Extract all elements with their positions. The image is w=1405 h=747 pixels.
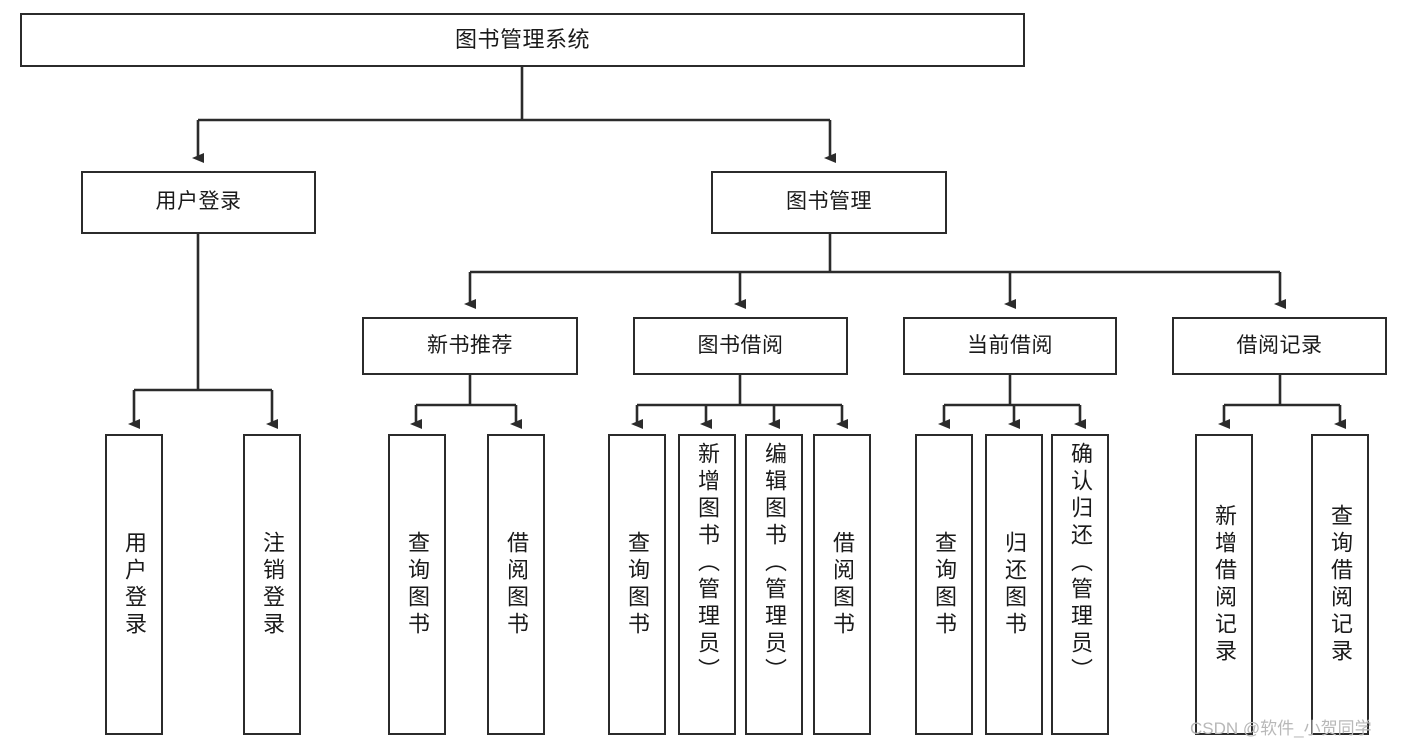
node-label: 新书推荐 (427, 333, 513, 357)
leaf-user-login-login[interactable]: 用户登录 (105, 434, 163, 735)
node-label: 注销登录 (260, 530, 285, 639)
leaf-recommend-borrow-book[interactable]: 借阅图书 (487, 434, 545, 735)
leaf-record-query-record[interactable]: 查询借阅记录 (1311, 434, 1369, 735)
node-label: 新增图书（管理员） (695, 442, 720, 685)
node-label: 用户登录 (122, 530, 147, 639)
node-label: 借阅图书 (830, 530, 855, 639)
node-label: 归还图书 (1002, 530, 1027, 639)
node-label: 图书管理 (786, 190, 872, 214)
leaf-current-query-book[interactable]: 查询图书 (915, 434, 973, 735)
node-label: 查询图书 (932, 530, 957, 639)
leaf-borrow-query-book[interactable]: 查询图书 (608, 434, 666, 735)
leaf-borrow-add-book-admin[interactable]: 新增图书（管理员） (678, 434, 736, 735)
leaf-user-login-logout[interactable]: 注销登录 (243, 434, 301, 735)
node-label: 借阅图书 (504, 530, 529, 639)
leaf-record-add-record[interactable]: 新增借阅记录 (1195, 434, 1253, 735)
node-label: 新增借阅记录 (1212, 503, 1237, 666)
node-label: 图书管理系统 (454, 27, 590, 53)
node-book-borrow[interactable]: 图书借阅 (633, 317, 848, 375)
leaf-current-return-book[interactable]: 归还图书 (985, 434, 1043, 735)
node-label: 查询图书 (405, 530, 430, 639)
node-label: 当前借阅 (967, 333, 1053, 357)
leaf-current-confirm-return-admin[interactable]: 确认归还（管理员） (1051, 434, 1109, 735)
node-label: 用户登录 (155, 190, 242, 214)
csdn-watermark: CSDN @软件_小贺同学 (1190, 719, 1372, 738)
node-book-management[interactable]: 图书管理 (711, 171, 947, 234)
node-label: 确认归还（管理员） (1068, 442, 1093, 685)
leaf-borrow-borrow-book[interactable]: 借阅图书 (813, 434, 871, 735)
leaf-borrow-edit-book-admin[interactable]: 编辑图书（管理员） (745, 434, 803, 735)
leaf-recommend-query-book[interactable]: 查询图书 (388, 434, 446, 735)
node-label: 借阅记录 (1236, 333, 1323, 357)
node-borrow-record[interactable]: 借阅记录 (1172, 317, 1387, 375)
node-current-borrow[interactable]: 当前借阅 (903, 317, 1117, 375)
node-label: 图书借阅 (697, 333, 784, 357)
node-label: 查询借阅记录 (1328, 503, 1353, 666)
node-user-login[interactable]: 用户登录 (81, 171, 316, 234)
node-new-book-recommend[interactable]: 新书推荐 (362, 317, 578, 375)
node-label: 编辑图书（管理员） (762, 442, 787, 685)
node-label: 查询图书 (625, 530, 650, 639)
node-book-management-system[interactable]: 图书管理系统 (20, 13, 1025, 67)
